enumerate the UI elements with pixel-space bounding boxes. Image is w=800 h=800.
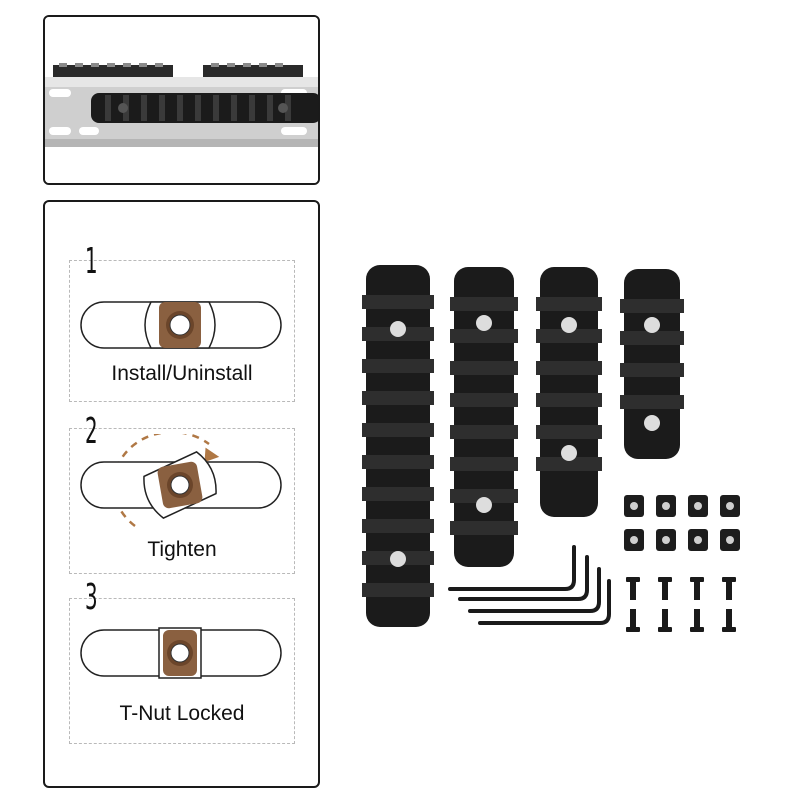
step-3-caption: T-Nut Locked: [119, 702, 245, 725]
step-2-box: [69, 428, 295, 574]
step-3-box: [69, 598, 295, 744]
rail-long: [362, 265, 434, 627]
installation-steps-panel: 1 Install/Uninstall 2 Tighten 3 T-Nut Lo…: [43, 200, 320, 788]
rail-medium: [536, 267, 602, 517]
step-1-box: [69, 260, 295, 402]
t-nut-locked-icon: [80, 627, 282, 679]
step-1-caption: Install/Uninstall: [111, 362, 253, 385]
rotation-arrow-icon: [80, 434, 282, 528]
step-1-number: 1: [85, 241, 98, 282]
screw-icon: [626, 577, 736, 632]
t-nut-set: [624, 495, 740, 551]
rail-kit-photo: [362, 265, 740, 632]
rail-short: [620, 269, 684, 459]
hex-key-icon: [448, 545, 611, 625]
rail-medium-long: [450, 267, 518, 567]
step-2-caption: Tighten: [147, 538, 217, 561]
step-3-number: 3: [85, 577, 98, 618]
rail-photo: [45, 17, 318, 183]
t-nut-icon: [80, 301, 282, 349]
rail-mounted-photo-panel: [43, 15, 320, 185]
step-2-number: 2: [85, 411, 98, 452]
